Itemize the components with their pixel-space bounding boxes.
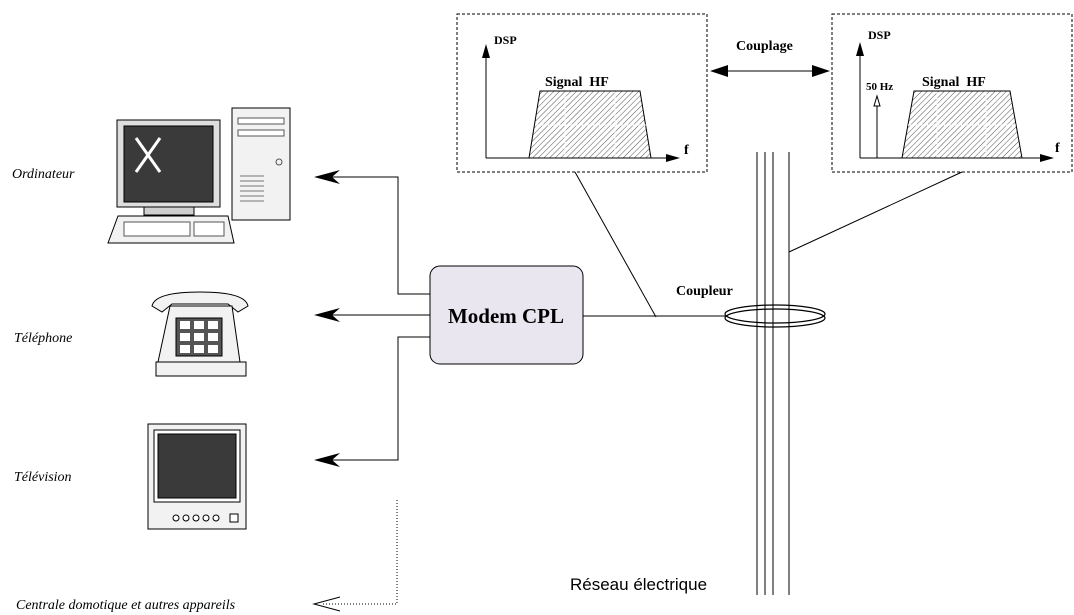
spectrum-box-left: DSP f Signal HF [456, 13, 708, 173]
spectrum-box-right: DSP f 50 Hz Signal HF [831, 13, 1073, 173]
coupler: Coupleur [676, 284, 826, 328]
computer-label: Ordinateur [12, 167, 75, 182]
coupling-arrow: Couplage [710, 39, 830, 77]
modem-links [312, 170, 430, 612]
computer-icon: Ordinateur [12, 107, 291, 244]
power-network: Réseau électrique [570, 152, 790, 595]
telephone-icon: Téléphone [14, 291, 249, 377]
others-label: Centrale domotique et autres appareils [16, 598, 236, 613]
arrow-to-computer [314, 170, 340, 184]
f-label: f [1055, 141, 1060, 156]
f-label: f [684, 143, 689, 158]
coupling-label: Couplage [736, 39, 793, 54]
right-spectrum-leader [788, 171, 963, 253]
network-label: Réseau électrique [570, 575, 707, 594]
arrow-to-tv [314, 453, 340, 467]
dsp-label: DSP [494, 33, 517, 47]
phone-label: Téléphone [14, 331, 72, 346]
tv-label: Télévision [14, 470, 72, 485]
modem-label: Modem CPL [448, 304, 564, 328]
dashed-frame [831, 13, 1073, 173]
arrow-to-phone [314, 308, 340, 322]
dsp-label: DSP [868, 28, 891, 42]
signal-hf-label: Signal HF [545, 75, 609, 90]
left-spectrum-leader [574, 171, 657, 318]
signal-hf-label: Signal HF [922, 75, 986, 90]
50hz-label: 50 Hz [866, 81, 893, 93]
modem-cpl: Modem CPL [429, 265, 584, 365]
dashed-frame [456, 13, 708, 173]
tv-icon: Télévision [14, 423, 247, 530]
arrow-to-others [312, 596, 341, 612]
coupler-label: Coupleur [676, 284, 733, 299]
